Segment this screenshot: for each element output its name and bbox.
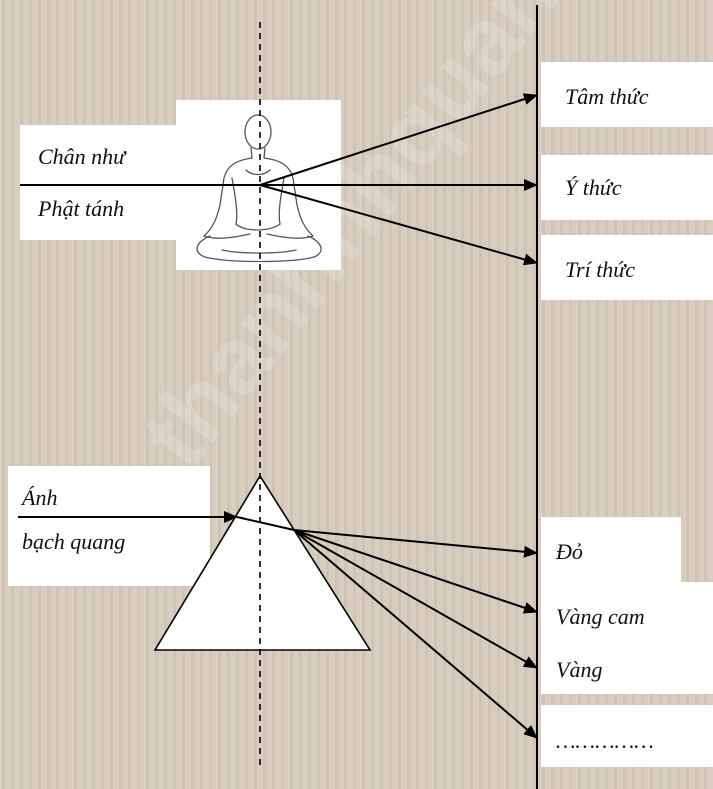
right-item-box-4 [541, 517, 681, 582]
label-anh: Ánh [22, 485, 58, 510]
left-bottom-label-box [8, 466, 210, 586]
right-item-box-3 [541, 235, 713, 300]
left-top-label-box [20, 125, 194, 240]
right-item-box-1 [541, 62, 713, 127]
arrow-to-tri-thuc [259, 184, 538, 266]
label-do: Đỏ [556, 539, 583, 564]
arrow-to-tam-thuc [259, 93, 538, 186]
meditating-person-icon [196, 114, 322, 263]
right-item-box-5 [541, 582, 713, 694]
label-tam-thuc: Tâm thức [565, 84, 649, 109]
label-chan-nhu: Chân như [38, 144, 126, 169]
label-vang: Vàng [556, 657, 603, 682]
arrow-to-vang-cam [293, 529, 538, 614]
right-item-box-2 [541, 155, 713, 220]
label-ellipsis: …………… [556, 728, 654, 753]
right-item-box-6 [541, 705, 713, 767]
label-tri-thuc: Trí thức [565, 257, 636, 282]
refracted-segment [236, 516, 295, 531]
arrow-to-more [293, 529, 538, 739]
label-y-thuc: Ý thức [565, 175, 622, 200]
prism-triangle [153, 474, 372, 651]
label-phat-tanh: Phật tánh [38, 196, 125, 221]
arrow-to-do [293, 529, 538, 558]
arrow-to-vang [293, 529, 538, 669]
label-vang-cam: Vàng cam [556, 604, 645, 629]
label-bach-quang: bạch quang [22, 529, 126, 554]
